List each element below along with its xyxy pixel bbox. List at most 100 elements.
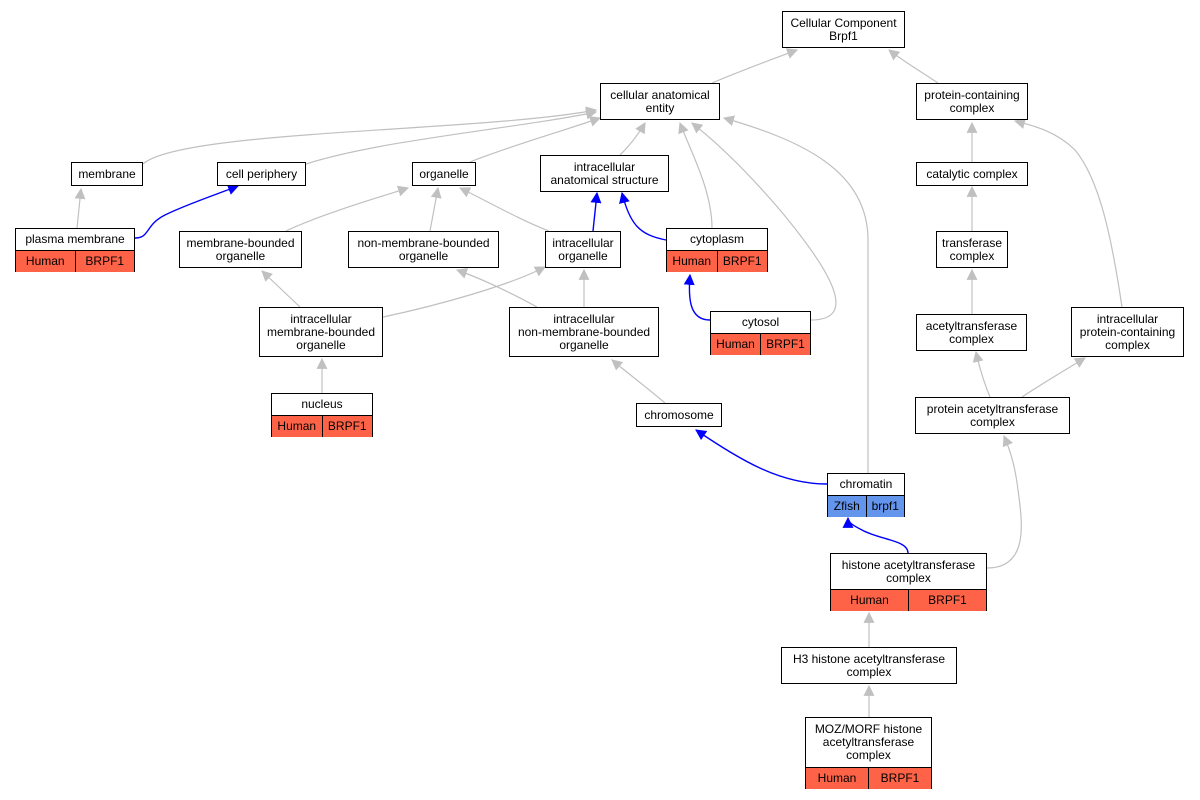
node-label: intracellular protein-containing complex bbox=[1079, 311, 1176, 352]
species-tag[interactable]: Human bbox=[272, 416, 322, 437]
node-acetyltransferase-complex[interactable]: acetyltransferase complex bbox=[916, 314, 1027, 351]
is-a-edge bbox=[455, 268, 538, 308]
is-a-edge bbox=[888, 49, 939, 84]
node-nucleus[interactable]: nucleus Human BRPF1 bbox=[271, 393, 373, 437]
is-a-edge bbox=[678, 121, 713, 229]
gene-tag[interactable]: brpf1 bbox=[865, 496, 904, 517]
node-non-membrane-bounded-organelle[interactable]: non-membrane-bounded organelle bbox=[348, 231, 499, 268]
node-cellular-anatomical-entity[interactable]: cellular anatomical entity bbox=[600, 83, 720, 120]
node-intracellular-anatomical-structure[interactable]: intracellular anatomical structure bbox=[540, 155, 669, 192]
node-catalytic-complex[interactable]: catalytic complex bbox=[916, 162, 1028, 186]
node-organelle[interactable]: organelle bbox=[412, 162, 476, 186]
node-label: protein-containing complex bbox=[924, 87, 1020, 115]
is-a-edge bbox=[619, 122, 646, 156]
species-tag[interactable]: Human bbox=[667, 251, 717, 272]
gene-tag[interactable]: BRPF1 bbox=[716, 251, 767, 272]
annotation-tags: Human BRPF1 bbox=[272, 415, 372, 437]
node-cell-periphery[interactable]: cell periphery bbox=[217, 162, 306, 186]
node-label: membrane bbox=[78, 166, 136, 181]
node-protein-acetyltransferase-complex[interactable]: protein acetyltransferase complex bbox=[915, 397, 1070, 434]
is-a-edge bbox=[722, 115, 869, 473]
node-label: transferase complex bbox=[941, 235, 1003, 263]
node-label: membrane-bounded organelle bbox=[186, 235, 295, 263]
node-label: intracellular anatomical structure bbox=[550, 159, 659, 187]
annotation-tags: Human BRPF1 bbox=[831, 589, 986, 611]
is-a-edge bbox=[691, 122, 837, 321]
node-label: cellular anatomical entity bbox=[610, 87, 710, 115]
is-a-edge bbox=[261, 270, 301, 308]
gene-tag[interactable]: BRPF1 bbox=[321, 416, 372, 437]
node-label: intracellular non-membrane-bounded organ… bbox=[517, 311, 651, 352]
is-a-edge bbox=[1013, 118, 1123, 308]
part-of-edge bbox=[695, 429, 828, 485]
node-label: chromatin bbox=[839, 477, 893, 491]
node-protein-containing-complex[interactable]: protein-containing complex bbox=[916, 83, 1028, 120]
node-membrane[interactable]: membrane bbox=[71, 162, 143, 186]
part-of-edge bbox=[134, 184, 240, 239]
node-label: nucleus bbox=[301, 397, 343, 411]
gene-tag[interactable]: BRPF1 bbox=[908, 590, 986, 611]
is-a-edge bbox=[285, 185, 410, 232]
part-of-edge bbox=[683, 273, 711, 321]
is-a-edge bbox=[986, 434, 1022, 569]
node-label: H3 histone acetyltransferase complex bbox=[792, 651, 946, 679]
node-label: catalytic complex bbox=[926, 166, 1018, 181]
is-a-edge bbox=[142, 106, 598, 165]
annotation-tags: Human BRPF1 bbox=[667, 250, 767, 272]
node-label: MOZ/MORF histone acetyltransferase compl… bbox=[814, 722, 923, 762]
node-label: plasma membrane bbox=[25, 232, 125, 246]
node-intracellular-non-membrane-bounded-organelle[interactable]: intracellular non-membrane-bounded organ… bbox=[509, 307, 659, 357]
gene-tag[interactable]: BRPF1 bbox=[868, 768, 931, 789]
is-a-edge bbox=[711, 48, 799, 84]
is-a-edge bbox=[382, 266, 546, 318]
part-of-edge bbox=[842, 516, 909, 554]
part-of-edge bbox=[619, 191, 667, 241]
node-label: chromosome bbox=[644, 407, 714, 422]
node-label: cytoplasm bbox=[689, 232, 745, 246]
node-intracellular-protein-containing-complex[interactable]: intracellular protein-containing complex bbox=[1071, 307, 1184, 357]
node-cytoplasm[interactable]: cytoplasm Human BRPF1 bbox=[666, 228, 768, 272]
node-label: non-membrane-bounded organelle bbox=[357, 235, 490, 263]
is-a-edge bbox=[305, 108, 598, 165]
species-tag[interactable]: Human bbox=[806, 768, 868, 789]
species-tag[interactable]: Human bbox=[831, 590, 908, 611]
node-label: intracellular membrane-bounded organelle bbox=[266, 311, 376, 352]
node-h3-histone-acetyltransferase-complex[interactable]: H3 histone acetyltransferase complex bbox=[781, 647, 957, 684]
gene-tag[interactable]: BRPF1 bbox=[760, 334, 810, 355]
node-moz-morf-histone-acetyltransferase-complex[interactable]: MOZ/MORF histone acetyltransferase compl… bbox=[805, 717, 932, 789]
node-chromosome[interactable]: chromosome bbox=[636, 403, 722, 427]
is-a-edge bbox=[469, 116, 602, 163]
node-intracellular-organelle[interactable]: intracellular organelle bbox=[545, 231, 621, 268]
is-a-edge bbox=[972, 350, 991, 398]
is-a-edge bbox=[429, 186, 442, 232]
annotation-tags: Human BRPF1 bbox=[711, 333, 810, 355]
species-tag[interactable]: Human bbox=[16, 251, 75, 272]
node-transferase-complex[interactable]: transferase complex bbox=[936, 231, 1008, 268]
node-histone-acetyltransferase-complex[interactable]: histone acetyltransferase complex Human … bbox=[830, 553, 987, 611]
node-label: cell periphery bbox=[225, 166, 298, 181]
node-label: cytosol bbox=[741, 315, 780, 329]
is-a-edge bbox=[459, 187, 550, 232]
annotation-tags: Zfish brpf1 bbox=[828, 495, 904, 517]
node-plasma-membrane[interactable]: plasma membrane Human BRPF1 bbox=[15, 228, 135, 272]
annotation-tags: Human BRPF1 bbox=[806, 767, 931, 789]
annotation-tags: Human BRPF1 bbox=[16, 250, 134, 272]
node-cellular-component-brpf1[interactable]: Cellular Component Brpf1 bbox=[782, 11, 905, 48]
node-label: histone acetyltransferase complex bbox=[841, 557, 976, 585]
node-label: organelle bbox=[419, 166, 469, 181]
node-cytosol[interactable]: cytosol Human BRPF1 bbox=[710, 311, 811, 355]
is-a-edge bbox=[611, 359, 666, 404]
node-membrane-bounded-organelle[interactable]: membrane-bounded organelle bbox=[179, 231, 302, 268]
node-label: intracellular organelle bbox=[552, 235, 614, 263]
node-chromatin[interactable]: chromatin Zfish brpf1 bbox=[827, 473, 905, 517]
node-label: protein acetyltransferase complex bbox=[926, 401, 1059, 429]
is-a-edge bbox=[1021, 357, 1086, 398]
is-a-edge bbox=[74, 187, 86, 229]
node-label: acetyltransferase complex bbox=[925, 318, 1018, 346]
species-tag[interactable]: Human bbox=[711, 334, 760, 355]
node-intracellular-membrane-bounded-organelle[interactable]: intracellular membrane-bounded organelle bbox=[259, 307, 383, 357]
part-of-edge bbox=[590, 191, 602, 232]
species-tag[interactable]: Zfish bbox=[828, 496, 866, 517]
gene-tag[interactable]: BRPF1 bbox=[74, 251, 134, 272]
